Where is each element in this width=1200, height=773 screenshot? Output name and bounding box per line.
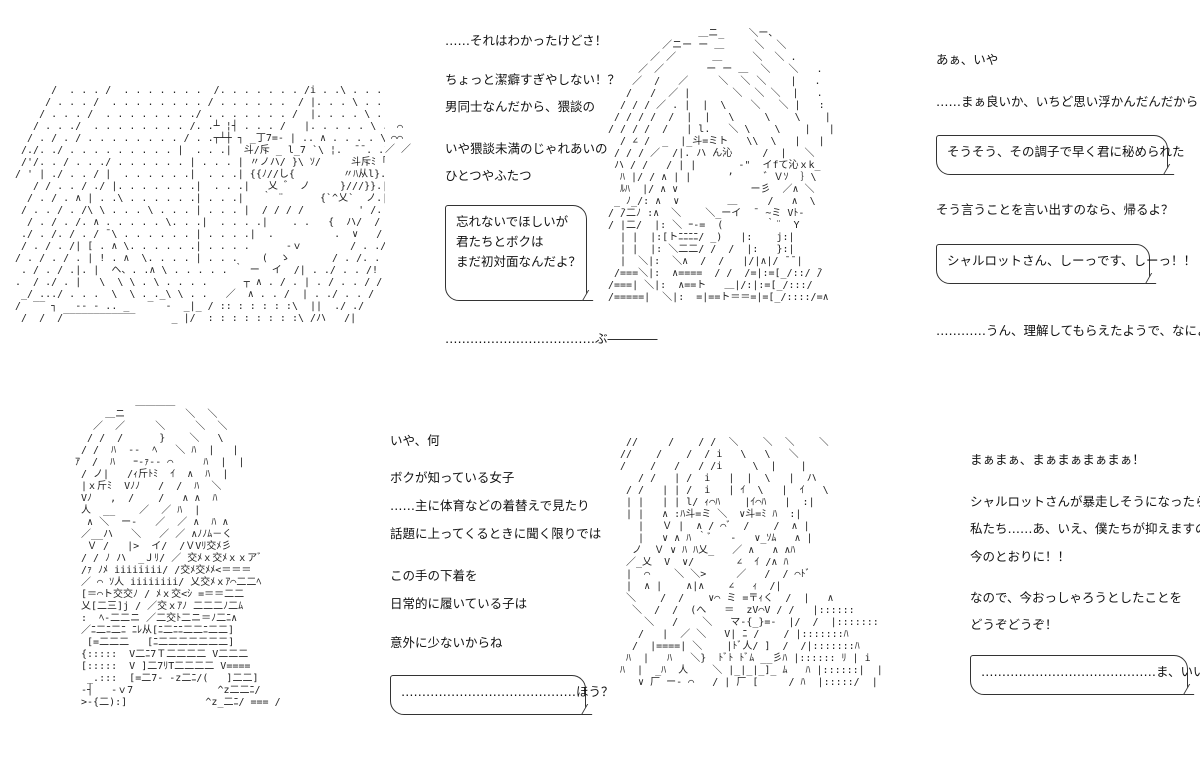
dialogue-line: まぁまぁ、まぁまぁまぁまぁ！ [970,452,1145,467]
panel-3: ＿＿＿＿ ＿ニ ＼ ＼ ／ ／ ＼ ＼ ＼ / / / } ＼ \ / / ﾊ … [0,385,614,773]
dialogue-line: いや、何 [390,433,440,448]
dialogue-line: 日常的に履いている子は [390,596,528,611]
ascii-art-character-2: ＿ニ_ ＼ー、 ／ニー ー ＿ ＼ ＼ ／ ／ ＿ ＼ ＼ . ／ ／ ー ー … [608,28,835,303]
dialogue-line: シャルロットさんが暴走しそうになったら [970,494,1200,509]
bubble-line: 忘れないでほしいが [456,214,569,229]
bubble-line: まだ初対面なんだよ？ [456,254,582,269]
bubble-line: シャルロットさん、しーっです、しーっ！！ [947,253,1197,268]
panel-4: // / / / ＼ ＼ ＼ ＼ // / / / i \ \ ＼ / / / … [600,385,1200,773]
speech-bubble: 忘れないでほしいが 君たちとボクは まだ初対面なんだよ？ [445,205,587,301]
panel-1: / . . . / . . . . . . . /. . . . . . . /… [0,0,658,380]
dialogue-line: どうぞどうぞ！ [970,617,1058,632]
bubble-line: ……………………………………ま、いいか [981,664,1200,679]
dialogue-footer: …………うん、理解してもらえたようで、なによりだよ [936,323,1200,338]
speech-bubble: ……………………………………ま、いいか [970,655,1200,695]
dialogue-line: ひとつやふたつ [445,168,532,183]
dialogue-line: いや猥談未満のじゃれあいの [445,141,608,156]
dialogue-line: 私たち……あ、いえ、僕たちが抑えますので [970,521,1200,536]
dialogue-footer: ………………………………ぶ―――― [445,331,658,346]
ascii-art-character-4: // / / / ＼ ＼ ＼ ＼ // / / / i \ \ ＼ / / / … [620,437,883,688]
bubble-line: そうそう、その調子で早く君に秘められた [947,144,1185,159]
dialogue-line: 話題に上ってくるときに聞く限りでは [390,526,602,541]
ascii-art-character-3: ＿＿＿＿ ＿ニ ＼ ＼ ／ ／ ＼ ＼ ＼ / / / } ＼ \ / / ﾊ … [75,397,281,708]
dialogue-line: 男同士なんだから、猥談の [445,99,596,114]
ascii-art-character-1: / . . . / . . . . . . . /. . . . . . . /… [15,85,385,324]
speech-bubble: シャルロットさん、しーっです、しーっ！！ [936,244,1197,284]
bubble-line: 君たちとボクは [456,234,544,249]
dialogue-line: なので、今おっしゃろうとしたことを [970,590,1183,605]
speech-bubble: ……………………………………ほう？ [390,675,614,715]
dialogue-line: ……それはわかったけどさ！ [445,33,608,48]
dialogue-line: ボクが知っている女子 [390,470,515,485]
dialogue-line: ……まぁ良いか、いちど思い浮かんだんだから [936,94,1199,109]
dialogue-line: そう言うことを言い出すのなら、帰るよ？ [936,202,1174,217]
dialogue-line: 今のとおりに！！ [970,549,1071,564]
thought-bubble-icon: ⌒ ⌒⌒ ／ ／ [385,122,412,155]
dialogue-line: この手の下着を [390,568,478,583]
dialogue-line: あぁ、いや [936,52,999,67]
dialogue-line: 意外に少ないからね [390,635,503,650]
speech-bubble: そうそう、その調子で早く君に秘められた [936,135,1185,175]
panel-2: ＿ニ_ ＼ー、 ／ニー ー ＿ ＼ ＼ ／ ／ ＿ ＼ ＼ . ／ ／ ー ー … [600,0,1200,380]
bubble-line: ……………………………………ほう？ [401,684,614,699]
dialogue-line: ちょっと潔癖すぎやしない！？ [445,72,621,87]
dialogue-line: ……主に体育などの着替えで見たり [390,498,590,513]
